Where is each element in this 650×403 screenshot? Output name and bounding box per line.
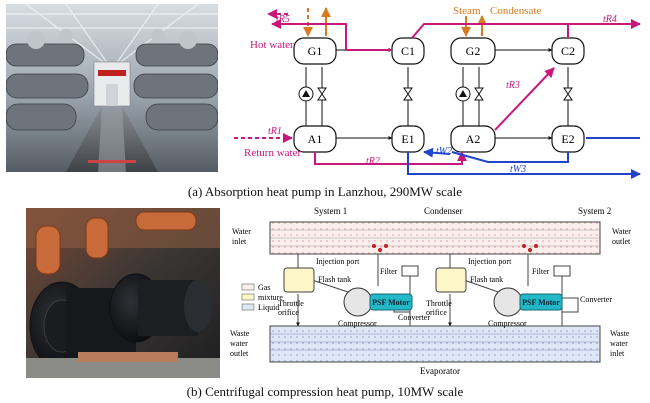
water-inlet-label-1: Water [232,227,251,236]
water-inlet-label-2: inlet [232,237,247,246]
steam-label: Steam [453,5,481,17]
tr4-label: tR4 [603,14,617,25]
psf-motor-label-1: PSF Motor [372,298,410,307]
water-outlet-label-2: outlet [612,237,631,246]
hot-water-label: Hot water [250,39,294,51]
psf-motor-label-2: PSF Motor [522,298,560,307]
filter-label-1: Filter [380,267,398,276]
waste-water-inlet-label-1: Waste [610,329,630,338]
throttle-label-2b: orifice [426,308,447,317]
g1-label: G1 [308,44,323,58]
converter-label-1: Converter [398,313,430,322]
converter-label-2: Converter [580,295,612,304]
flash-tank-label-2: Flash tank [470,275,503,284]
e1-label: E1 [401,132,414,146]
tw2-label: tW2 [436,146,452,157]
caption-b: (b) Centrifugal compression heat pump, 1… [186,384,464,399]
tr1-label: tR1 [268,126,282,137]
legend-liquid: Liquid [258,303,279,312]
water-outlet-label-1: Water [612,227,631,236]
compressor-label-2: Compressor [488,319,527,328]
c2-label: C2 [561,44,575,58]
tr5-label: tR5 [276,14,290,25]
injection-port-label-2: Injection port [468,257,512,266]
legend-mixture: mixture [258,293,283,302]
throttle-label-1b: orifice [278,308,299,317]
a1-label: A1 [308,132,323,146]
absorption-heat-pump-diagram: G1 C1 G2 C2 A1 E1 A2 E2 Hot water Return… [234,5,641,179]
return-water-label: Return water [244,147,301,159]
waste-water-inlet-label-3: inlet [610,349,625,358]
condenser-label: Condenser [424,206,463,216]
injection-port-label-1: Injection port [316,257,360,266]
compressor-label-1: Compressor [338,319,377,328]
waste-water-outlet-label-3: outlet [230,349,249,358]
centrifugal-heat-pump-diagram: PSF Motor PSF Motor Gas mixture Liquid S… [230,206,631,376]
system2-label: System 2 [578,206,611,216]
throttle-label-2a: Throttle [426,299,452,308]
waste-water-inlet-label-2: water [610,339,628,348]
filter-label-2: Filter [532,267,550,276]
evaporator-label: Evaporator [420,366,460,376]
tr3-label: tR3 [506,80,520,91]
a2-label: A2 [466,132,481,146]
g2-label: G2 [466,44,481,58]
condensate-label: Condensate [490,5,541,17]
e2-label: E2 [561,132,574,146]
c1-label: C1 [401,44,415,58]
absorption-plant-photo [6,4,218,172]
tw3-label: tW3 [510,164,526,175]
waste-water-outlet-label-1: Waste [230,329,250,338]
flash-tank-label-1: Flash tank [318,275,351,284]
compression-plant-photo [26,208,220,378]
throttle-label-1a: Throttle [278,299,304,308]
waste-water-outlet-label-2: water [230,339,248,348]
caption-a: (a) Absorption heat pump in Lanzhou, 290… [187,184,463,199]
system1-label: System 1 [314,206,347,216]
tr2-label: tR2 [366,156,380,167]
legend-gas: Gas [258,283,270,292]
